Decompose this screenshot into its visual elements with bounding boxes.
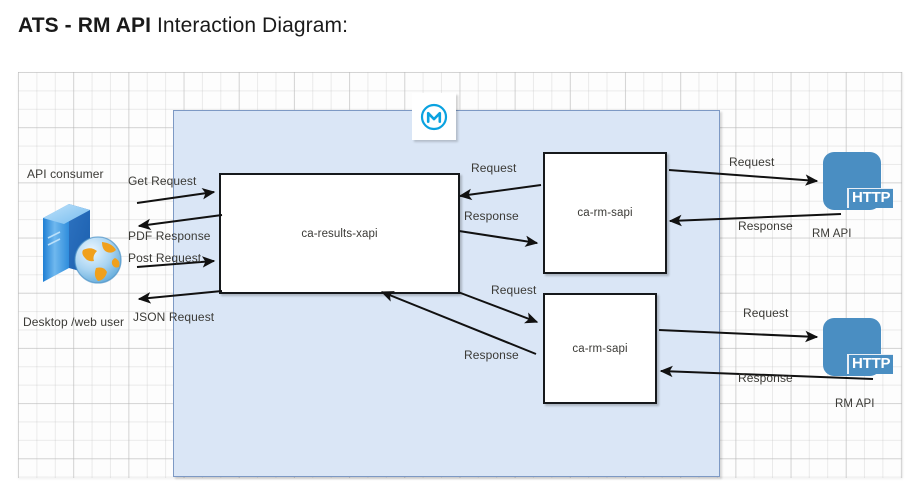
process-box-label: ca-results-xapi [301,227,378,240]
process-box-ca-results-xapi[interactable]: ca-results-xapi [219,173,460,294]
page-title: ATS - RM API Interaction Diagram: [18,14,348,38]
actor-label-desktop-web-user: Desktop /web user [23,315,125,329]
http-endpoint-icon-bottom[interactable]: HTTP [823,318,894,378]
actor-label-api-consumer: API consumer [27,167,104,181]
flow-label-xapi-sapi-top-response: Response [464,209,519,223]
flow-label-xapi-sapi-bot-request: Request [491,283,537,297]
process-box-ca-rm-sapi-top[interactable]: ca-rm-sapi [543,152,667,274]
http-endpoint-icon-top[interactable]: HTTP [823,152,894,212]
process-box-label: ca-rm-sapi [572,342,628,355]
mulesoft-logo-icon [412,93,456,140]
flow-label-post-request: Post Request [128,251,202,265]
endpoint-label-rm-api-bottom: RM API [835,398,875,410]
http-protocol-badge: HTTP [847,188,894,208]
server-globe-icon [36,196,130,286]
http-protocol-badge: HTTP [847,354,894,374]
endpoint-label-rm-api-top: RM API [812,228,852,240]
flow-label-sapi-bot-http-response: Response [738,371,793,385]
page-title-bold: ATS - RM API [18,14,152,37]
page-title-normal: Interaction Diagram: [151,14,349,37]
process-box-ca-rm-sapi-bottom[interactable]: ca-rm-sapi [543,293,657,404]
flow-label-sapi-top-http-response: Response [738,219,793,233]
process-box-label: ca-rm-sapi [577,207,633,219]
flow-label-json-request: JSON Request [133,310,215,324]
flow-label-pdf-response: PDF Response [128,229,211,243]
flow-label-sapi-top-http-request: Request [729,155,775,169]
flow-label-xapi-sapi-bot-response: Response [464,348,519,362]
flow-label-get-request: Get Request [128,174,197,188]
flow-label-xapi-sapi-top-request: Request [471,161,517,175]
flow-label-sapi-bot-http-request: Request [743,306,789,320]
